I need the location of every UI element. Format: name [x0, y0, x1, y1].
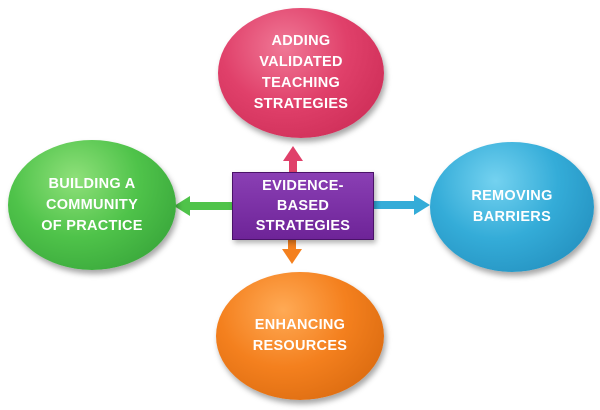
center-label: EVIDENCE- BASED STRATEGIES — [255, 178, 351, 234]
node-adding-validated-teaching-strategies: ADDING VALIDATED TEACHING STRATEGIES — [218, 8, 384, 138]
node-bottom-label: ENHANCING RESOURCES — [252, 317, 348, 354]
arrow-right — [372, 195, 430, 215]
node-top-label: ADDING VALIDATED TEACHING STRATEGIES — [253, 33, 349, 112]
arrow-left — [174, 196, 232, 216]
arrow-down — [282, 238, 302, 264]
node-removing-barriers: REMOVING BARRIERS — [430, 142, 594, 272]
node-left-label: BUILDING A COMMUNITY OF PRACTICE — [41, 175, 143, 234]
node-building-community-of-practice: BUILDING A COMMUNITY OF PRACTICE — [8, 140, 176, 270]
arrow-up — [283, 146, 303, 172]
node-right-label: REMOVING BARRIERS — [471, 188, 553, 225]
node-enhancing-resources: ENHANCING RESOURCES — [216, 272, 384, 400]
center-evidence-based-strategies: EVIDENCE- BASED STRATEGIES — [232, 172, 374, 240]
